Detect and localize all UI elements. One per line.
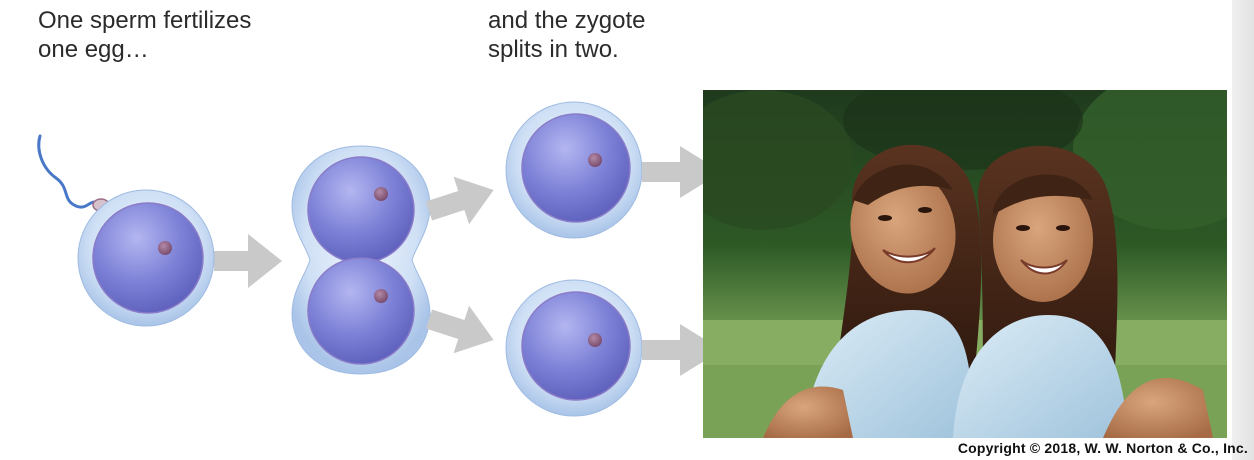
embryo-bottom-nucleus [588, 333, 602, 347]
twin-right-figure [953, 145, 1213, 438]
twin-left-figure [763, 144, 982, 438]
copyright-notice: Copyright © 2018, W. W. Norton & Co., In… [957, 440, 1248, 456]
embryo-top-cell [521, 113, 631, 223]
arrow-fertilization-to-division [214, 234, 282, 288]
embryo-top-nucleus [588, 153, 602, 167]
identical-twins-photo [703, 90, 1227, 438]
caption-fertilization-line2: one egg… [38, 36, 149, 63]
twins-photo-illustration [703, 90, 1227, 438]
arrow-split-down [425, 305, 494, 354]
zygote-bottom-nucleus [374, 289, 388, 303]
egg-nucleus [158, 241, 172, 255]
arrow-split-up [425, 176, 494, 225]
sperm-tail [37, 134, 102, 209]
egg-cytoplasm [92, 202, 204, 314]
zygote-bottom-cell [307, 257, 415, 365]
sperm-and-egg-group [37, 134, 215, 327]
page-edge-strip [1232, 0, 1254, 460]
caption-fertilization: One sperm fertilizes one egg… [38, 6, 251, 64]
caption-zygote-split-line1: and the zygote [488, 7, 646, 34]
caption-fertilization-line1: One sperm fertilizes [38, 7, 252, 34]
dividing-zygote [291, 145, 431, 375]
arrow-bottom-embryo-to-twin [642, 324, 722, 376]
zygote-top-cell [307, 156, 415, 264]
embryo-bottom [505, 279, 643, 417]
embryo-bottom-cell [521, 291, 631, 401]
zygote-top-nucleus [374, 187, 388, 201]
embryo-top [505, 101, 643, 239]
caption-zygote-split-line2: splits in two. [488, 36, 619, 63]
arrow-top-embryo-to-twin [642, 146, 722, 198]
caption-zygote-split: and the zygote splits in two. [488, 6, 645, 64]
